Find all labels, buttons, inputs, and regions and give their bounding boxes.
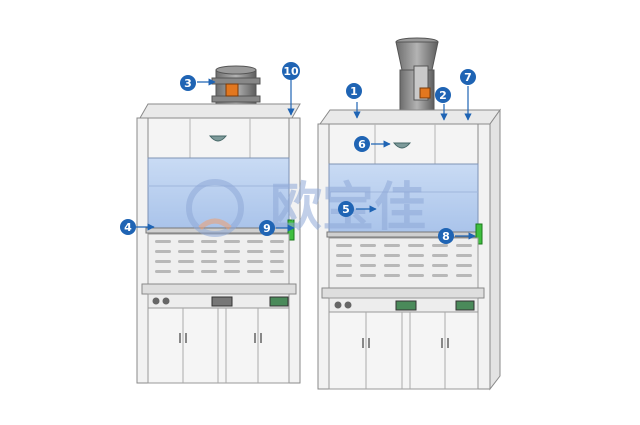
callout-3-label: 3 bbox=[184, 77, 192, 90]
callout-5-label: 5 bbox=[342, 203, 350, 216]
callout-1: 1 bbox=[346, 83, 362, 99]
callout-2: 2 bbox=[435, 87, 451, 103]
right-baffle-slots bbox=[336, 244, 472, 277]
callout-3: 3 bbox=[180, 75, 196, 91]
left-fume-hood bbox=[136, 65, 301, 384]
right-exhaust-fan bbox=[395, 37, 441, 119]
right-fume-hood bbox=[317, 37, 501, 391]
callout-arrows bbox=[136, 78, 476, 240]
callout-6-label: 6 bbox=[358, 138, 366, 151]
callout-10: 10 bbox=[282, 62, 300, 80]
callout-5: 5 bbox=[338, 201, 354, 217]
callout-8: 8 bbox=[438, 228, 454, 244]
watermark: 欧宝佳 bbox=[186, 178, 426, 238]
callout-8-label: 8 bbox=[442, 230, 450, 243]
callout-7-label: 7 bbox=[464, 71, 472, 84]
callout-6: 6 bbox=[354, 136, 370, 152]
callout-4: 4 bbox=[120, 219, 136, 235]
callout-2-label: 2 bbox=[439, 89, 447, 102]
callout-9: 9 bbox=[259, 220, 275, 236]
callout-9-label: 9 bbox=[263, 222, 271, 235]
callout-10-label: 10 bbox=[283, 65, 299, 78]
left-baffle-slots bbox=[155, 240, 284, 273]
callout-4-label: 4 bbox=[124, 221, 132, 234]
callout-1-label: 1 bbox=[350, 85, 358, 98]
callout-7: 7 bbox=[460, 69, 476, 85]
